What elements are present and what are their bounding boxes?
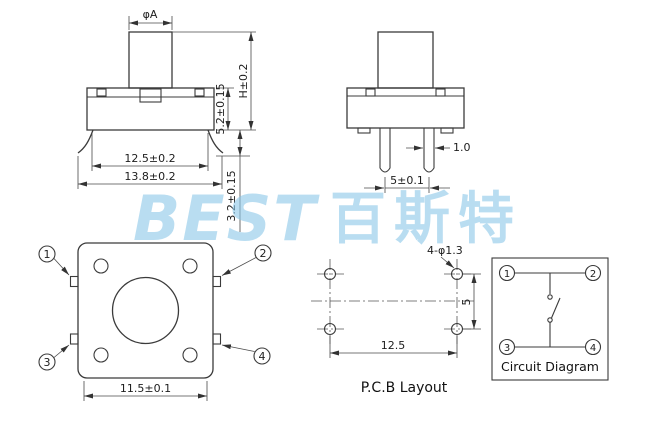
body-right-tab	[435, 88, 446, 97]
terminal-tab	[212, 333, 222, 345]
left-pin	[379, 128, 391, 173]
body-outline	[77, 242, 214, 379]
mounting-hole	[323, 267, 337, 281]
total-height-label: H±0.2	[237, 64, 250, 99]
terminal2-label: 2	[590, 269, 596, 280]
switch-stem-side	[377, 31, 434, 89]
watermark-latin: BEST	[133, 182, 320, 255]
lead-thickness-dimension: 1.0	[406, 141, 471, 154]
mounting-hole	[323, 322, 337, 336]
column-pitch-dimension: 12.5	[329, 336, 458, 358]
pin1-label: 1	[44, 248, 51, 261]
terminal-tab	[69, 333, 79, 345]
right-leg	[207, 129, 224, 154]
side-view: 1.0 5±0.1	[346, 31, 471, 193]
row-pitch-dimension: 5	[460, 273, 481, 330]
body-width-dimension: 12.5±0.2	[91, 133, 209, 171]
top-width-dimension: 11.5±0.1	[83, 381, 208, 401]
overall-width-label: 13.8±0.2	[124, 170, 175, 183]
row-pitch-label: 5	[460, 299, 473, 306]
switch-contact	[547, 317, 553, 323]
hole-size-callout: 4-φ1.3	[427, 244, 463, 269]
switch-contact	[547, 294, 553, 300]
pin3-label: 3	[44, 356, 51, 369]
body-left-tab	[96, 88, 107, 97]
corner-hole	[93, 347, 109, 363]
front-view: φA 12.5±0.2 13.8±0.2 5.2±0.15 H±0.2	[77, 8, 256, 232]
mounting-hole	[450, 267, 464, 281]
pin2-callout: 2	[221, 244, 272, 276]
column-pitch-label: 12.5	[381, 339, 406, 352]
switch-body	[86, 87, 215, 131]
callout-circle	[38, 353, 56, 371]
callout-circle	[38, 245, 56, 263]
body-height-label: 5.2±0.15	[214, 83, 227, 134]
right-foot	[440, 127, 454, 134]
base-height-label: 3.2±0.15	[225, 170, 238, 221]
hole-size-label: 4-φ1.3	[427, 244, 463, 257]
watermark: BEST 百斯特	[133, 182, 522, 255]
terminal-tab	[212, 275, 222, 288]
pin1-callout: 1	[38, 245, 70, 276]
switch-body-side	[346, 87, 465, 129]
terminal4-label: 4	[590, 343, 596, 354]
total-height-dimension: H±0.2	[172, 31, 256, 130]
leader-line	[53, 258, 70, 276]
leader-line	[221, 257, 257, 276]
circuit-diagram-caption: Circuit Diagram	[501, 359, 599, 374]
body-height-dimension: 5.2±0.15	[214, 83, 256, 135]
leader-line	[221, 344, 255, 352]
circuit-box	[491, 257, 609, 381]
switch-stem	[128, 31, 173, 89]
lead-pitch-label: 5±0.1	[390, 174, 424, 187]
pin2-label: 2	[260, 247, 267, 260]
right-pin	[423, 128, 435, 173]
body-width-label: 12.5±0.2	[124, 152, 175, 165]
cap-diameter-label: φA	[143, 8, 158, 21]
left-foot	[357, 127, 371, 134]
terminal1-label: 1	[504, 269, 510, 280]
corner-hole	[182, 347, 198, 363]
mounting-hole	[450, 322, 464, 336]
base-height-dimension: 3.2±0.15	[216, 130, 250, 232]
cap-diameter-dimension: φA	[128, 8, 173, 30]
switch-lever	[550, 297, 561, 319]
button-circle	[111, 276, 180, 345]
corner-hole	[93, 258, 109, 274]
terminal-tab	[69, 275, 79, 288]
overall-width-dimension: 13.8±0.2	[77, 156, 223, 189]
pin4-label: 4	[259, 350, 266, 363]
leader-line	[53, 344, 70, 358]
pin3-callout: 3	[38, 344, 70, 371]
callout-circle	[253, 347, 271, 365]
circuit-diagram: 1 2 3 4 Circuit Diagram	[491, 257, 609, 381]
lead-thickness-label: 1.0	[453, 141, 471, 154]
terminal3-label: 3	[504, 343, 510, 354]
watermark-cjk: 百斯特	[330, 187, 522, 252]
corner-hole	[182, 258, 198, 274]
body-left-tab	[365, 88, 376, 97]
leader-line	[440, 256, 455, 269]
pcb-layout-caption: P.C.B Layout	[361, 380, 448, 396]
top-width-label: 11.5±0.1	[120, 382, 171, 395]
pcb-layout: 4-φ1.3 5 12.5 P.C.B Layout	[311, 244, 481, 396]
switch-symbol	[547, 273, 561, 347]
pin4-callout: 4	[221, 344, 271, 365]
body-center-tab	[139, 88, 162, 103]
lead-pitch-dimension: 5±0.1	[364, 174, 450, 193]
left-leg	[77, 129, 94, 154]
body-right-tab	[194, 88, 205, 97]
callout-circle	[254, 244, 272, 262]
top-view: 1 2 3 4 11.5±0.1	[38, 242, 272, 401]
